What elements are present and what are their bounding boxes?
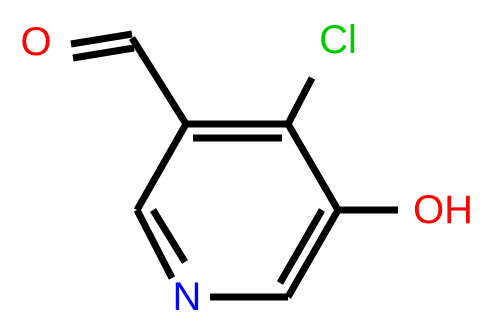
atom-nitrogen: N — [173, 275, 202, 319]
bond-aldehyde-co-1 — [70, 30, 133, 48]
bond-c2-c3 — [133, 122, 190, 212]
bond-c4-cl — [284, 76, 316, 126]
bond-c5-c6 — [284, 208, 342, 299]
bond-c4-c5 — [284, 122, 342, 212]
bond-cho-c3 — [129, 36, 189, 126]
bond-n-c2-inner — [150, 208, 188, 264]
bond-aldehyde-co-2 — [72, 44, 135, 62]
atom-hydroxyl: OH — [413, 188, 473, 232]
bond-c5-c6-inner — [276, 208, 326, 285]
atom-chlorine: Cl — [319, 18, 357, 62]
bond-n-c2 — [133, 208, 176, 280]
atom-oxygen-carbonyl: O — [20, 20, 51, 64]
